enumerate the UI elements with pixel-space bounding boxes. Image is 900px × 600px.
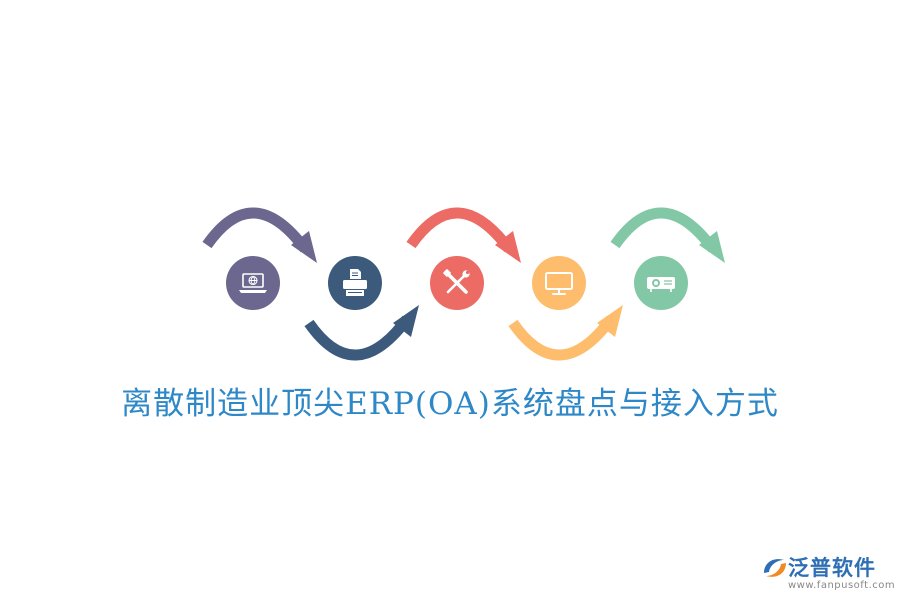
monitor-icon: [545, 272, 573, 295]
brand-name: 泛普软件: [788, 556, 876, 580]
fanpu-logo-icon: [764, 559, 786, 577]
laptop-globe-icon: [239, 273, 267, 293]
diagram-title: 离散制造业顶尖ERP(OA)系统盘点与接入方式: [121, 386, 779, 422]
brand-url: www.fanpusoft.com: [788, 580, 896, 591]
tools-icon: [443, 269, 470, 294]
step-2-arrow: [304, 305, 419, 361]
step-1-circle: [226, 256, 280, 310]
printer-icon: [343, 269, 367, 296]
step-1-arrow: [202, 207, 317, 263]
step-5-arrow: [610, 207, 725, 263]
brand-watermark: 泛普软件 www.fanpusoft.com: [760, 550, 895, 594]
arrow-layer: [202, 207, 725, 361]
step-4-circle: [532, 256, 586, 310]
projector-icon: [647, 277, 675, 292]
step-circle-layer: [226, 256, 688, 310]
step-3-arrow: [406, 207, 521, 263]
step-4-arrow: [508, 305, 623, 361]
